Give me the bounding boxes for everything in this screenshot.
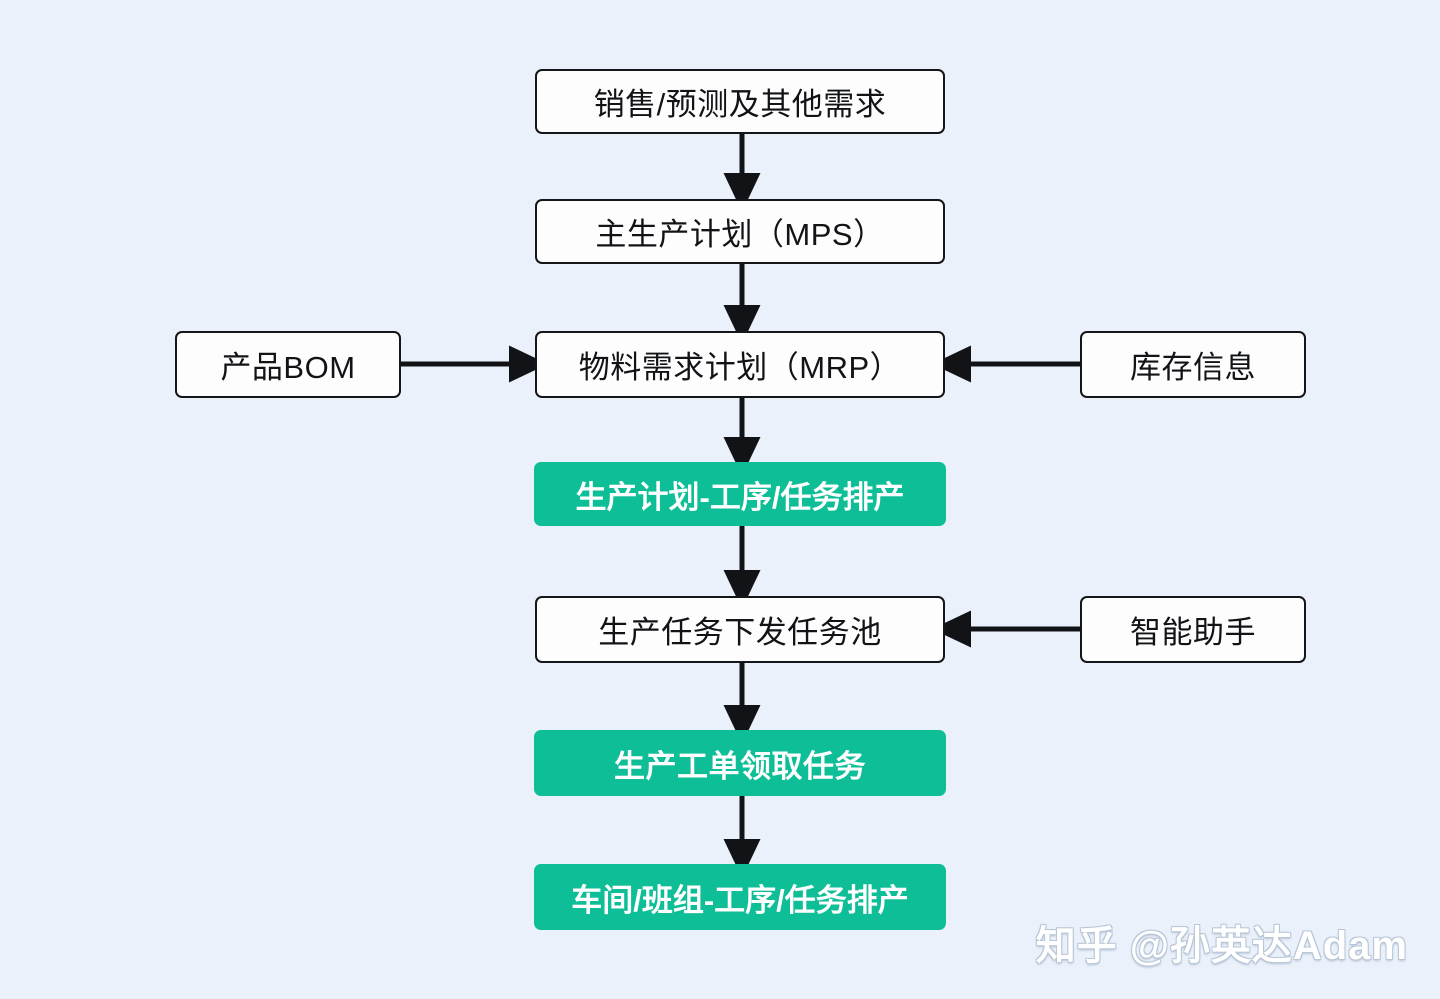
node-workshop-team-scheduling[interactable]: 车间/班组-工序/任务排产 [534, 864, 946, 930]
node-master-production-schedule[interactable]: 主生产计划（MPS） [535, 199, 945, 264]
node-inventory-info[interactable]: 库存信息 [1080, 331, 1306, 398]
node-smart-assistant[interactable]: 智能助手 [1080, 596, 1306, 663]
node-material-requirements-planning[interactable]: 物料需求计划（MRP） [535, 331, 945, 398]
node-work-order-claim-task[interactable]: 生产工单领取任务 [534, 730, 946, 796]
node-task-pool-dispatch[interactable]: 生产任务下发任务池 [535, 596, 945, 663]
node-production-plan-scheduling[interactable]: 生产计划-工序/任务排产 [534, 462, 946, 526]
node-demand[interactable]: 销售/预测及其他需求 [535, 69, 945, 134]
watermark: 知乎 @孙英达Adam [1035, 924, 1408, 968]
node-product-bom[interactable]: 产品BOM [175, 331, 401, 398]
